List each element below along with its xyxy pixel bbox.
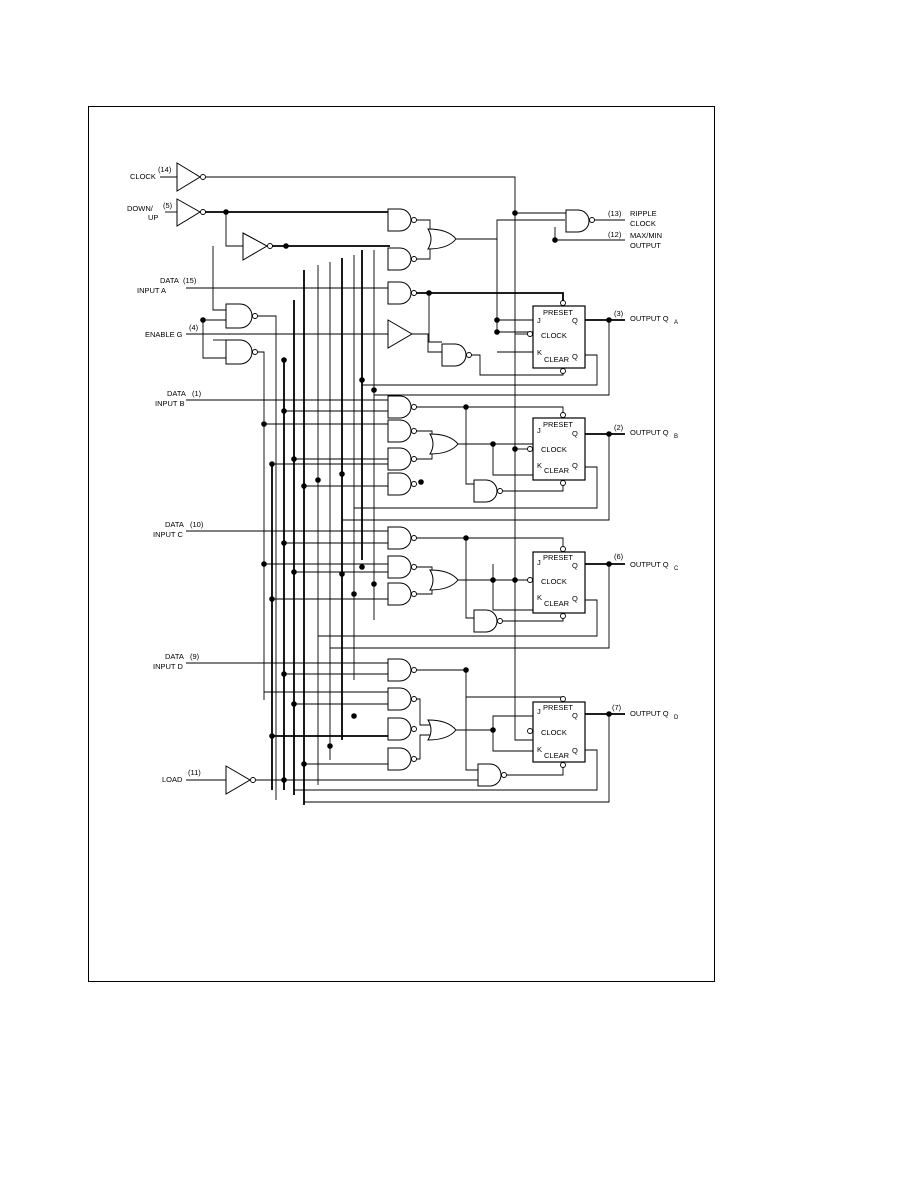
ff-a-q: Q [572, 316, 578, 325]
output-qa: (3) OUTPUT Q A [614, 309, 678, 326]
ff-c-clear: CLEAR [544, 599, 570, 608]
control-buses [271, 250, 375, 805]
enable-gating-nands [202, 246, 277, 800]
data-a-label-1: DATA [160, 276, 179, 285]
stage-b-logic [186, 395, 564, 503]
qa-label: OUTPUT Q [630, 314, 669, 323]
enable-g-buffer [186, 319, 442, 353]
qd-label: OUTPUT Q [630, 709, 669, 718]
ff-a-k: K [537, 348, 542, 357]
ff-b-preset: PRESET [543, 420, 573, 429]
down-up-label-1: DOWN/ [127, 204, 154, 213]
ripple-clock-label-1: RIPPLE [630, 209, 657, 218]
output-qd: (7) OUTPUT Q D [612, 703, 679, 721]
qb-label: OUTPUT Q [630, 428, 669, 437]
data-input-c: DATA INPUT C (10) [153, 520, 204, 539]
ff-c-q: Q [572, 561, 578, 570]
ff-d-k: K [537, 745, 542, 754]
down-up-input: DOWN/ UP (5) [127, 201, 173, 222]
ff-d-qbar: Q [572, 746, 578, 755]
ff-b-clear: CLEAR [544, 466, 570, 475]
stage-a-logic [186, 208, 565, 376]
ff-b-qbar: Q [572, 461, 578, 470]
ff-c-clock: CLOCK [541, 577, 567, 586]
data-c-label-1: DATA [165, 520, 184, 529]
ff-c-preset: PRESET [543, 553, 573, 562]
ff-b-q: Q [572, 429, 578, 438]
clock-input: CLOCK (14) [130, 165, 172, 181]
ripple-clock-output: (13) RIPPLE CLOCK [608, 209, 657, 228]
data-c-label-2: INPUT C [153, 530, 183, 539]
ff-c-j: J [537, 558, 541, 567]
data-d-label-1: DATA [165, 652, 184, 661]
ff-d-preset: PRESET [543, 703, 573, 712]
down-up-label-2: UP [148, 213, 158, 222]
flipflop-a: J PRESET CLOCK K CLEAR Q Q [362, 300, 625, 396]
flipflop-c: J PRESET CLOCK K CLEAR Q Q [318, 546, 625, 649]
output-qc: (6) OUTPUT Q C [614, 552, 679, 572]
ripple-clock-label-2: CLOCK [630, 219, 656, 228]
ff-b-clock: CLOCK [541, 445, 567, 454]
down-up-pin: (5) [163, 201, 173, 210]
ff-b-k: K [537, 461, 542, 470]
ripple-clock-pin: (13) [608, 209, 622, 218]
data-d-pin: (9) [190, 652, 200, 661]
ff-a-clock: CLOCK [541, 331, 567, 340]
ff-a-preset: PRESET [543, 308, 573, 317]
ff-c-k: K [537, 593, 542, 602]
qd-sub: D [674, 715, 679, 721]
load-input: LOAD (11) [162, 768, 201, 784]
stage-c-logic [186, 526, 564, 633]
flipflop-d: J PRESET CLOCK K CLEAR Q Q [294, 696, 625, 803]
qb-pin: (2) [614, 423, 624, 432]
load-label: LOAD [162, 775, 183, 784]
output-qb: (2) OUTPUT Q B [614, 423, 678, 440]
ff-a-clear: CLEAR [544, 355, 570, 364]
data-d-label-2: INPUT D [153, 662, 183, 671]
data-a-label-2: INPUT A [137, 286, 166, 295]
max-min-output: (12) MAX/MIN OUTPUT [608, 230, 662, 250]
ff-a-j: J [537, 316, 541, 325]
ff-d-q: Q [572, 711, 578, 720]
ff-d-clear: CLEAR [544, 751, 570, 760]
data-b-label-2: INPUT B [155, 399, 184, 408]
qc-label: OUTPUT Q [630, 560, 669, 569]
max-min-label-1: MAX/MIN [630, 231, 662, 240]
ff-c-qbar: Q [572, 594, 578, 603]
enable-g-pin: (4) [189, 323, 199, 332]
load-buffer [186, 765, 478, 795]
data-c-pin: (10) [190, 520, 204, 529]
ff-d-j: J [537, 707, 541, 716]
clock-pin: (14) [158, 165, 172, 174]
data-b-label-1: DATA [167, 389, 186, 398]
qc-pin: (6) [614, 552, 624, 561]
max-min-pin: (12) [608, 230, 622, 239]
max-min-label-2: OUTPUT [630, 241, 661, 250]
enable-g-label: ENABLE G [145, 330, 183, 339]
ff-b-j: J [537, 426, 541, 435]
load-pin: (11) [188, 768, 201, 777]
data-b-pin: (1) [192, 389, 202, 398]
data-a-pin: (15) [183, 276, 197, 285]
data-input-a: DATA INPUT A (15) [137, 276, 197, 295]
junctions [200, 209, 612, 783]
enable-g-input: ENABLE G (4) [145, 323, 199, 339]
ff-d-clock: CLOCK [541, 728, 567, 737]
data-input-b: DATA INPUT B (1) [155, 389, 202, 408]
qd-pin: (7) [612, 703, 622, 712]
qc-sub: C [674, 566, 679, 572]
qa-pin: (3) [614, 309, 624, 318]
data-input-d: DATA INPUT D (9) [153, 652, 200, 671]
flipflop-b: J PRESET CLOCK K CLEAR Q Q [342, 412, 625, 521]
ff-a-qbar: Q [572, 352, 578, 361]
clock-label: CLOCK [130, 172, 156, 181]
stage-d-logic [186, 658, 564, 787]
clock-buffer [160, 162, 533, 741]
down-up-buffer [165, 198, 390, 261]
qb-sub: B [674, 434, 678, 440]
qa-sub: A [674, 320, 678, 326]
diagram-frame [88, 106, 715, 982]
